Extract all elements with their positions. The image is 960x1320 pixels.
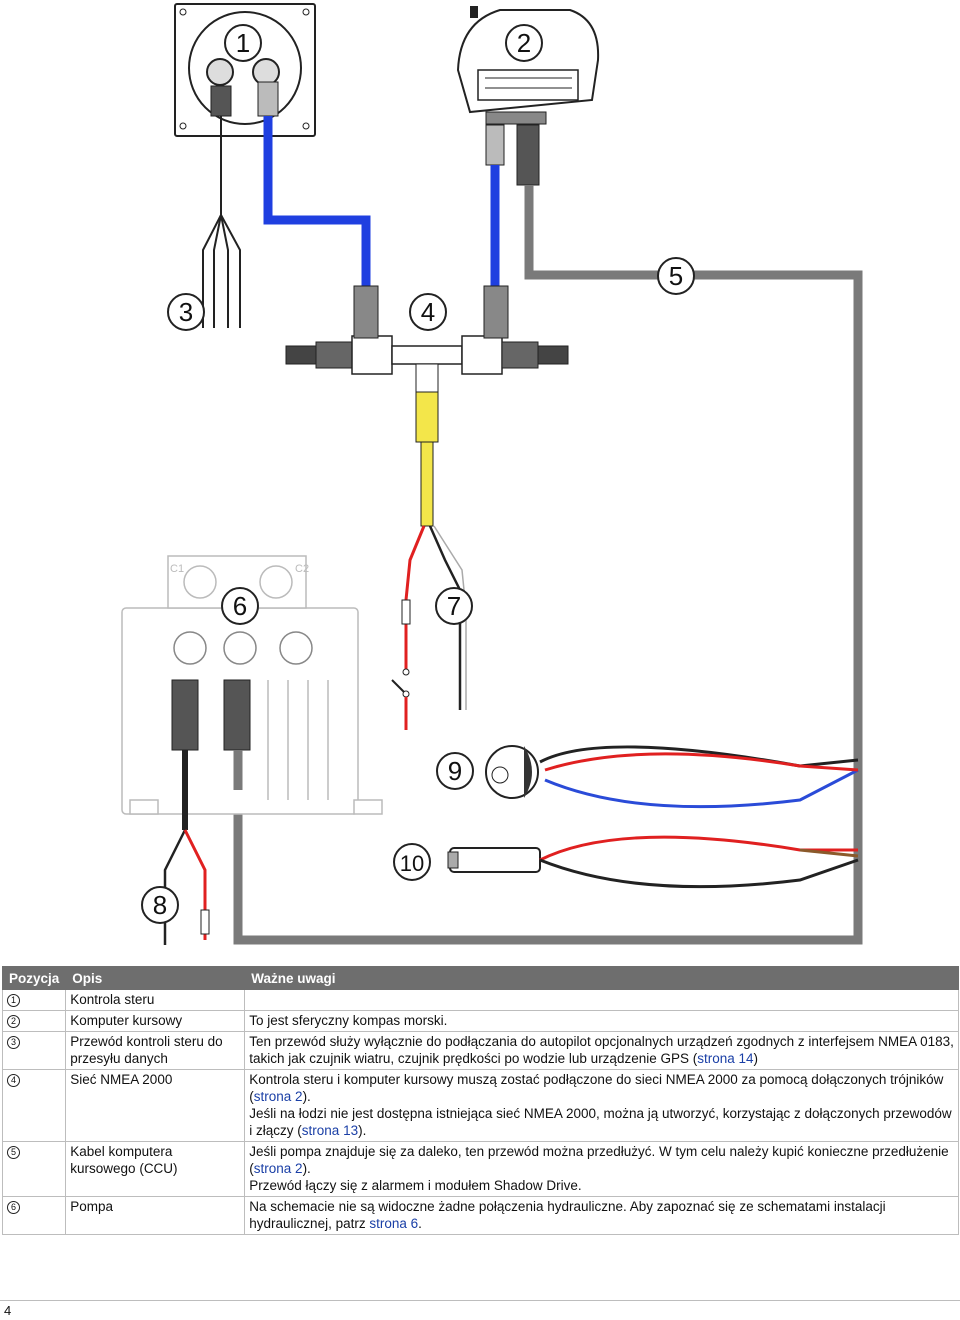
callout-7: 7 xyxy=(435,587,473,625)
callout-2: 2 xyxy=(505,24,543,62)
row-position: 4 xyxy=(1,1069,67,1142)
svg-text:9: 9 xyxy=(448,756,462,786)
row-description: Kabel komputera kursowego (CCU) xyxy=(65,1141,246,1197)
callout-9: 9 xyxy=(436,752,474,790)
note-paragraph: Jeśli pompa znajduje się za daleko, ten … xyxy=(249,1143,954,1177)
page-reference-link[interactable]: strona 13 xyxy=(301,1123,359,1138)
nmea-drop-cable-helm xyxy=(263,116,371,290)
callout-10: 10 xyxy=(393,843,431,881)
note-paragraph: Kontrola steru i komputer kursowy muszą … xyxy=(249,1071,954,1105)
row-notes: Kontrola steru i komputer kursowy muszą … xyxy=(244,1069,959,1142)
row-notes: Na schemacie nie są widoczne żadne połąc… xyxy=(244,1196,959,1235)
helm-control-unit xyxy=(174,3,316,137)
svg-text:6: 6 xyxy=(233,591,247,621)
page-reference-link[interactable]: strona 2 xyxy=(253,1089,303,1104)
table-row: 5 Kabel komputera kursowego (CCU)Jeśli po… xyxy=(1,1141,959,1197)
row-position: 1 xyxy=(1,989,67,1011)
note-paragraph: Przewód łączy się z alarmem i modułem Sh… xyxy=(249,1177,954,1194)
note-text: To jest sferyczny kompas morski. xyxy=(249,1013,448,1028)
callout-1: 1 xyxy=(224,24,262,62)
note-paragraph: Jeśli na łodzi nie jest dostępna istniej… xyxy=(249,1105,954,1139)
row-description: Komputer kursowy xyxy=(65,1010,246,1032)
connector-label-c2: C2 xyxy=(295,563,309,575)
pump-power-wires xyxy=(163,829,210,945)
callout-6: 6 xyxy=(221,587,259,625)
note-text: Przewód łączy się z alarmem i modułem Sh… xyxy=(249,1178,582,1193)
table-row: 3 Przewód kontroli steru do przesyłu dany… xyxy=(1,1031,959,1070)
note-paragraph: Na schemacie nie są widoczne żadne połąc… xyxy=(249,1198,954,1232)
note-text: Ten przewód służy wyłącznie do podłączan… xyxy=(249,1034,954,1066)
connector-label-c1: C1 xyxy=(170,563,184,575)
note-text: ). xyxy=(302,1089,311,1104)
wiring-diagram: C1 C2 1 2 3 4 5 6 xyxy=(121,3,863,945)
svg-text:2: 2 xyxy=(517,28,531,58)
row-notes xyxy=(244,989,959,1011)
row-notes: Ten przewód służy wyłącznie do podłączan… xyxy=(244,1031,959,1070)
row-notes: To jest sferyczny kompas morski. xyxy=(244,1010,959,1032)
ccu-cable xyxy=(233,185,863,945)
nmea-2000-backbone xyxy=(285,285,569,393)
position-number: 5 xyxy=(7,1146,20,1159)
note-text: Jeśli pompa znajduje się za daleko, ten … xyxy=(249,1144,949,1176)
pump-connectors xyxy=(171,679,251,830)
note-text: Na schemacie nie są widoczne żadne połąc… xyxy=(249,1199,886,1231)
callout-3: 3 xyxy=(167,293,205,331)
row-position: 5 xyxy=(1,1141,67,1197)
page-reference-link[interactable]: strona 14 xyxy=(697,1051,754,1066)
power-cable xyxy=(391,391,467,730)
position-number: 3 xyxy=(7,1036,20,1049)
table-row: 1 Kontrola steru xyxy=(1,989,959,1011)
shadow-drive-sensor xyxy=(447,835,859,889)
note-text: ) xyxy=(753,1051,759,1066)
row-position: 2 xyxy=(1,1010,67,1032)
note-text: ). xyxy=(358,1123,367,1138)
position-number: 4 xyxy=(7,1074,20,1087)
position-number: 1 xyxy=(7,994,20,1007)
callout-8: 8 xyxy=(141,886,179,924)
data-cable-wires xyxy=(202,116,241,328)
row-description: Kontrola steru xyxy=(65,989,246,1011)
row-notes: Jeśli pompa znajduje się za daleko, ten … xyxy=(244,1141,959,1197)
header-wazne-uwagi: Ważne uwagi xyxy=(244,966,959,990)
note-text: Kontrola steru i komputer kursowy muszą … xyxy=(249,1072,944,1104)
position-number: 6 xyxy=(7,1201,20,1214)
alarm-buzzer xyxy=(485,745,859,809)
position-number: 2 xyxy=(7,1015,20,1028)
row-position: 3 xyxy=(1,1031,67,1070)
note-paragraph: Ten przewód służy wyłącznie do podłączan… xyxy=(249,1033,954,1067)
note-text: ). xyxy=(302,1161,311,1176)
row-description: Sieć NMEA 2000 xyxy=(65,1069,246,1142)
footer-rule xyxy=(0,1300,960,1301)
svg-text:3: 3 xyxy=(179,297,193,327)
svg-text:4: 4 xyxy=(421,297,435,327)
svg-text:7: 7 xyxy=(447,591,461,621)
page-reference-link[interactable]: strona 6 xyxy=(369,1216,419,1231)
note-paragraph: To jest sferyczny kompas morski. xyxy=(249,1012,954,1029)
header-opis: Opis xyxy=(65,966,246,990)
svg-text:10: 10 xyxy=(400,851,424,876)
note-text: Jeśli na łodzi nie jest dostępna istniej… xyxy=(249,1106,952,1138)
page-reference-link[interactable]: strona 2 xyxy=(253,1161,303,1176)
legend-header-row: Pozycja Opis Ważne uwagi xyxy=(1,966,959,990)
callout-5: 5 xyxy=(657,257,695,295)
callout-4: 4 xyxy=(409,293,447,331)
note-text: . xyxy=(418,1216,422,1231)
row-description: Pompa xyxy=(65,1196,246,1235)
svg-text:5: 5 xyxy=(669,261,683,291)
header-pozycja: Pozycja xyxy=(1,966,67,990)
row-description: Przewód kontroli steru do przesyłu danyc… xyxy=(65,1031,246,1070)
page-number: 4 xyxy=(4,1303,12,1318)
svg-text:1: 1 xyxy=(236,28,250,58)
row-position: 6 xyxy=(1,1196,67,1235)
svg-text:8: 8 xyxy=(153,890,167,920)
